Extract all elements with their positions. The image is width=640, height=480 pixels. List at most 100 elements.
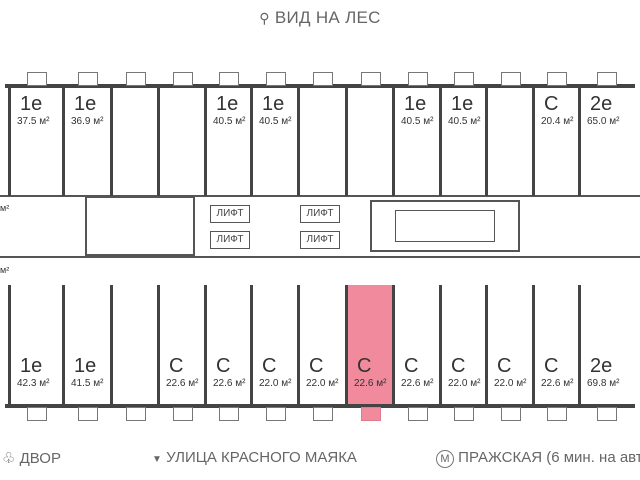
apartment-unit[interactable] xyxy=(485,86,532,196)
lift: ЛИФТ xyxy=(210,231,250,249)
unit-type: С xyxy=(357,355,372,377)
unit-area: 69.8 м² xyxy=(587,378,620,389)
arrow-down-icon: ▼ xyxy=(152,454,162,465)
metro-icon: М xyxy=(436,450,454,468)
staircase-flight xyxy=(395,210,495,242)
unit-area: 41.5 м² xyxy=(71,378,104,389)
metro-label: М ПРАЖСКАЯ (6 мин. на авто) xyxy=(436,449,640,468)
unit-type: С xyxy=(497,355,512,377)
balcony xyxy=(454,72,474,86)
lift: ЛИФТ xyxy=(210,205,250,223)
corridor-section xyxy=(85,196,195,256)
balcony xyxy=(219,72,239,86)
unit-area: 40.5 м² xyxy=(401,116,434,127)
balcony xyxy=(219,407,239,421)
unit-type: 1e xyxy=(74,355,97,377)
unit-area: 37.5 м² xyxy=(17,116,50,127)
unit-type: 1e xyxy=(20,355,43,377)
side-area-label: м² xyxy=(0,203,10,213)
balcony xyxy=(360,407,381,421)
unit-type: С xyxy=(262,355,277,377)
balcony xyxy=(597,72,617,86)
unit-type: 2e xyxy=(590,355,613,377)
balcony xyxy=(360,72,381,86)
outer-wall-top xyxy=(5,84,635,88)
unit-area: 65.0 м² xyxy=(587,116,620,127)
apartment-unit[interactable] xyxy=(345,86,392,196)
balcony xyxy=(407,72,428,86)
unit-area: 40.5 м² xyxy=(448,116,481,127)
tree-icon: ♧ xyxy=(2,450,16,467)
apartment-unit[interactable] xyxy=(297,86,345,196)
street-label: ▼ УЛИЦА КРАСНОГО МАЯКА xyxy=(152,449,357,466)
corridor-wall xyxy=(0,256,640,258)
outer-wall-bottom xyxy=(5,404,635,408)
unit-type: 1e xyxy=(20,93,43,115)
balcony xyxy=(454,407,474,421)
balcony xyxy=(27,72,47,86)
unit-area: 20.4 м² xyxy=(541,116,574,127)
unit-area: 22.0 м² xyxy=(306,378,339,389)
unit-type: С xyxy=(451,355,466,377)
apartment-unit[interactable] xyxy=(157,86,204,196)
yard-label: ♧ ДВОР xyxy=(2,449,61,467)
unit-type: С xyxy=(544,355,559,377)
unit-area: 22.6 м² xyxy=(354,378,387,389)
unit-type: С xyxy=(544,93,559,115)
balcony xyxy=(547,407,567,421)
unit-area: 22.0 м² xyxy=(259,378,292,389)
lift: ЛИФТ xyxy=(300,205,340,223)
side-area-label: м² xyxy=(0,265,10,275)
balcony xyxy=(265,72,286,86)
unit-type: 2e xyxy=(590,93,613,115)
unit-type: С xyxy=(309,355,324,377)
balcony xyxy=(27,407,47,421)
unit-area: 42.3 м² xyxy=(17,378,50,389)
balcony xyxy=(407,407,428,421)
balcony xyxy=(265,407,286,421)
balcony xyxy=(313,407,333,421)
street-text: УЛИЦА КРАСНОГО МАЯКА xyxy=(166,449,357,466)
view-title-text: ВИД НА ЛЕС xyxy=(274,8,381,27)
unit-type: 1e xyxy=(216,93,239,115)
unit-type: 1e xyxy=(404,93,427,115)
unit-type: С xyxy=(216,355,231,377)
unit-area: 22.6 м² xyxy=(401,378,434,389)
trees-icon: ⚲ xyxy=(259,10,270,26)
unit-area: 22.6 м² xyxy=(541,378,574,389)
unit-type: 1e xyxy=(262,93,285,115)
balcony xyxy=(172,72,193,86)
staircase xyxy=(370,200,520,252)
unit-type: С xyxy=(169,355,184,377)
balcony xyxy=(125,407,146,421)
balcony xyxy=(125,72,146,86)
unit-type: С xyxy=(404,355,419,377)
apartment-unit[interactable] xyxy=(110,86,157,196)
balcony xyxy=(313,72,333,86)
balcony xyxy=(172,407,193,421)
apartment-unit[interactable] xyxy=(110,285,157,404)
balcony xyxy=(547,72,567,86)
metro-text: ПРАЖСКАЯ (6 мин. на авто) xyxy=(458,449,640,466)
balcony xyxy=(78,72,98,86)
